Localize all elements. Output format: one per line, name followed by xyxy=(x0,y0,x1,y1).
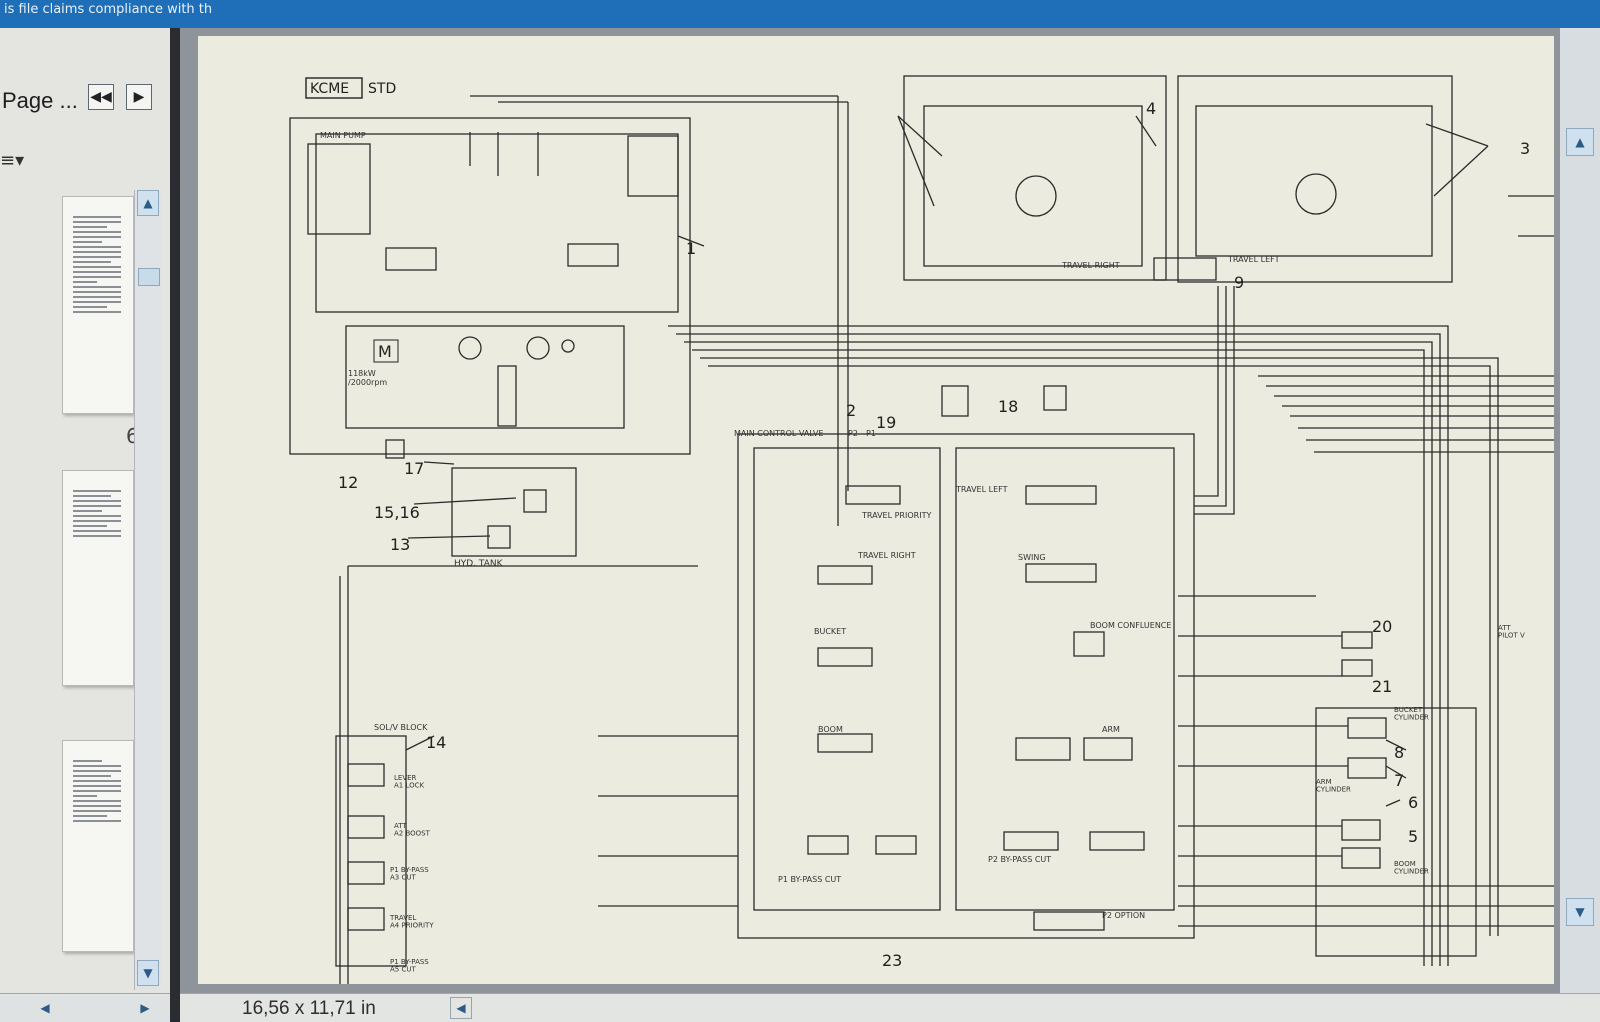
callout-number: 19 xyxy=(876,413,896,432)
boom-label: BOOM xyxy=(818,725,843,734)
scroll-up-arrow-icon[interactable]: ▲ xyxy=(137,190,159,216)
callout-number: 6 xyxy=(1408,793,1418,812)
scroll-right-arrow-icon[interactable]: ▶ xyxy=(140,1001,150,1015)
travel-priority-label: TRAVEL PRIORITY xyxy=(861,511,931,520)
sidebar-title: Page ... xyxy=(2,88,78,113)
next-page-button[interactable]: ▶ xyxy=(126,84,152,110)
p1-bypass-cut-label: P1 BY-PASS CUT xyxy=(778,875,841,884)
callout-number: 3 xyxy=(1520,139,1530,158)
main-control-valve-label: MAIN CONTROL VALVE xyxy=(734,429,823,438)
swing-label: SWING xyxy=(1018,553,1046,562)
app-window: Page ... ◀◀ ▶ ≡▾ 6 6 6 ▲ xyxy=(0,28,1600,1022)
motor-symbol: M xyxy=(378,342,392,361)
travel-right-valve-label: TRAVEL RIGHT xyxy=(857,551,916,560)
callout-number: 2 xyxy=(846,401,856,420)
callout-number: 5 xyxy=(1408,827,1418,846)
hyd-tank-label: HYD. TANK xyxy=(454,559,504,569)
p2-option-label: P2 OPTION xyxy=(1102,911,1145,920)
callout-number: 1 xyxy=(686,239,696,258)
bucket-label: BUCKET xyxy=(814,627,846,636)
callout-number: 8 xyxy=(1394,743,1404,762)
callout-number: 21 xyxy=(1372,677,1392,696)
main-pump-label: MAIN PUMP xyxy=(320,131,366,140)
page-thumbnail[interactable] xyxy=(62,196,134,414)
status-bar: 16,56 x 11,71 in ◀ xyxy=(180,993,1600,1022)
callout-number: 14 xyxy=(426,733,446,752)
solv-block-label: SOL/V BLOCK xyxy=(374,723,428,732)
callout-number: 12 xyxy=(338,473,358,492)
diagram-logo: KCME xyxy=(310,81,349,97)
thumbnail-sidebar: Page ... ◀◀ ▶ ≡▾ 6 6 6 ▲ xyxy=(0,28,171,1021)
scroll-down-arrow-icon[interactable]: ▼ xyxy=(137,960,159,986)
callout-number: 4 xyxy=(1146,99,1156,118)
thumbnail-options-button[interactable]: ≡▾ xyxy=(0,150,25,171)
sidebar-hscroll[interactable]: ◀ ▶ xyxy=(0,993,170,1022)
callout-number: 23 xyxy=(882,951,902,970)
hydraulic-schematic: KCME STD MAIN PUMP M 118kW/2000rpm HYD. … xyxy=(289,75,1554,984)
scroll-left-arrow-icon[interactable]: ◀ xyxy=(450,997,472,1019)
scroll-down-arrow-icon[interactable]: ▼ xyxy=(1566,898,1594,926)
thumbnail-list: 6 6 6 xyxy=(0,188,161,988)
scrollbar-thumb[interactable] xyxy=(138,268,160,286)
callout-number: 13 xyxy=(390,535,410,554)
p2-label: P2 xyxy=(848,429,858,438)
document-page: KCME STD MAIN PUMP M 118kW/2000rpm HYD. … xyxy=(198,36,1554,984)
sidebar-header: Page ... ◀◀ ▶ xyxy=(0,58,170,113)
callout-number: 15,16 xyxy=(374,503,420,522)
travel-left-valve-label: TRAVEL LEFT xyxy=(955,485,1008,494)
travel-right-motor-label: TRAVEL RIGHT xyxy=(1061,261,1120,270)
p2-bypass-cut-label: P2 BY-PASS CUT xyxy=(988,855,1051,864)
boom-confluence-label: BOOM CONFLUENCE xyxy=(1090,621,1171,630)
thumbnail-scrollbar[interactable]: ▲ ▼ xyxy=(134,190,161,990)
scroll-up-arrow-icon[interactable]: ▲ xyxy=(1566,128,1594,156)
arm-label: ARM xyxy=(1102,725,1120,734)
page-size-readout: 16,56 x 11,71 in xyxy=(242,998,376,1019)
document-viewport: KCME STD MAIN PUMP M 118kW/2000rpm HYD. … xyxy=(180,28,1580,993)
travel-left-motor-label: TRAVEL LEFT xyxy=(1227,255,1280,264)
window-title: is file claims compliance with th xyxy=(0,0,1600,28)
callout-number: 9 xyxy=(1234,273,1244,292)
diagram-std-label: STD xyxy=(368,81,396,97)
document-scrollbar[interactable]: ▲ ▼ xyxy=(1560,28,1600,993)
scroll-left-arrow-icon[interactable]: ◀ xyxy=(40,1001,50,1015)
page-thumbnail[interactable] xyxy=(62,740,134,952)
page-thumbnail[interactable] xyxy=(62,470,134,686)
callout-number: 17 xyxy=(404,459,424,478)
callout-number: 7 xyxy=(1394,771,1404,790)
p1-label: P1 xyxy=(866,429,876,438)
first-page-button[interactable]: ◀◀ xyxy=(88,84,114,110)
callout-number: 20 xyxy=(1372,617,1392,636)
panel-splitter[interactable] xyxy=(170,28,180,1021)
callout-number: 18 xyxy=(998,397,1018,416)
motor-spec-label: 118kW/2000rpm xyxy=(348,369,387,387)
